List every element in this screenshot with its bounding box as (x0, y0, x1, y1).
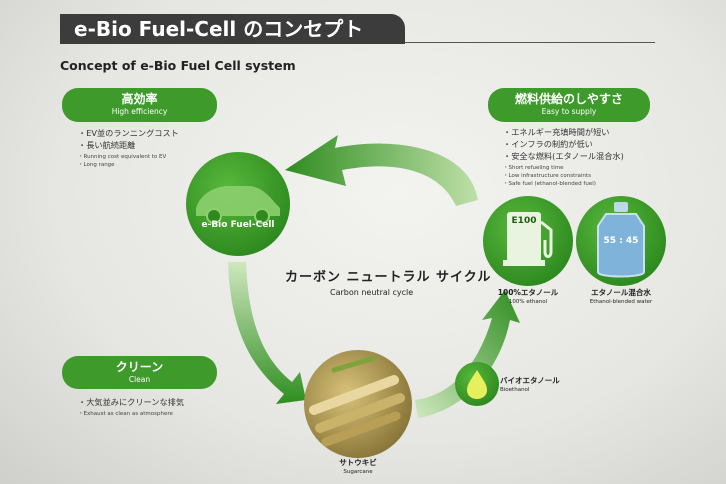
ethanol-label-en: 100% ethanol (508, 299, 548, 305)
drop-icon (467, 370, 487, 399)
sugarcane-label: サトウキビ Sugarcane (304, 458, 412, 476)
blended-label-jp: エタノール混合水 (591, 288, 651, 297)
sugarcane-circle (304, 350, 412, 458)
bioethanol-circle (455, 362, 499, 406)
car-circle: e-Bio Fuel-Cell (186, 152, 290, 256)
easy-supply-list: ・エネルギー充填時間が短い ・インフラの制約が低い ・安全な燃料(エタノール混合… (503, 126, 624, 188)
list-item: ・Long range (78, 162, 115, 168)
sugarcane-label-en: Sugarcane (343, 469, 373, 475)
clean-badge: クリーン Clean (62, 356, 217, 389)
car-icon (196, 186, 280, 224)
list-item: ・Running cost equivalent to EV (78, 154, 167, 160)
page-subtitle: Concept of e-Bio Fuel Cell system (60, 58, 296, 73)
list-item: ・Safe fuel (ethanol-blended fuel) (503, 181, 596, 187)
sugarcane-label-jp: サトウキビ (339, 458, 377, 467)
clean-title-en: Clean (128, 375, 151, 384)
arrow-left (228, 262, 306, 404)
list-item: ・Short refueling time (503, 165, 564, 171)
list-item: ・大気並みにクリーンな排気 (78, 397, 185, 407)
ethanol-label: 100%エタノール 100% ethanol (478, 288, 578, 306)
high-efficiency-list: ・EV並のランニングコスト ・長い航続距離 ・Running cost equi… (78, 127, 179, 169)
list-item: ・インフラの制約が低い (503, 139, 593, 149)
blended-circle: 55 : 45 (576, 196, 666, 286)
arrow-right (415, 290, 520, 418)
list-item: ・長い航続距離 (78, 140, 136, 150)
blended-label-en: Ethanol-blended water (589, 299, 653, 305)
blended-label: エタノール混合水 Ethanol-blended water (566, 288, 676, 306)
ethanol-label-jp: 100%エタノール (497, 288, 559, 297)
list-item: ・EV並のランニングコスト (78, 128, 179, 138)
ratio-text: 55 : 45 (603, 236, 639, 246)
high-efficiency-title-jp: 高効率 (121, 92, 158, 106)
list-item: ・Low infrastructure constraints (503, 173, 591, 179)
list-item: ・Exhaust as clean as atmosphere (78, 411, 173, 417)
high-efficiency-badge: 高効率 High efficiency (62, 88, 217, 122)
page-title: e-Bio Fuel-Cell のコンセプト (60, 14, 405, 44)
cycle-title-jp: カーボン ニュートラル サイクル (285, 270, 492, 285)
ethanol-circle: E100 (483, 196, 573, 286)
list-item: ・安全な燃料(エタノール混合水) (503, 151, 624, 161)
cycle-title-en: Carbon neutral cycle (330, 288, 414, 297)
list-item: ・エネルギー充填時間が短い (503, 127, 610, 137)
water-jug-icon (597, 202, 645, 278)
high-efficiency-title-en: High efficiency (111, 107, 168, 116)
easy-supply-title-jp: 燃料供給のしやすさ (515, 92, 623, 106)
fuel-pump-icon (503, 212, 553, 266)
bioethanol-label: バイオエタノール Bioethanol (500, 376, 560, 394)
sugarcane-icon (309, 355, 405, 447)
arrow-top (285, 135, 478, 206)
easy-supply-badge: 燃料供給のしやすさ Easy to supply (488, 88, 650, 122)
pump-text: E100 (511, 216, 537, 226)
bioethanol-label-jp: バイオエタノール (500, 376, 560, 385)
bioethanol-label-en: Bioethanol (500, 387, 530, 393)
clean-list: ・大気並みにクリーンな排気 ・Exhaust as clean as atmos… (78, 396, 184, 418)
car-label: e-Bio Fuel-Cell (201, 220, 275, 230)
clean-title-jp: クリーン (115, 360, 164, 374)
title-rule (405, 42, 655, 43)
easy-supply-title-en: Easy to supply (541, 107, 597, 116)
